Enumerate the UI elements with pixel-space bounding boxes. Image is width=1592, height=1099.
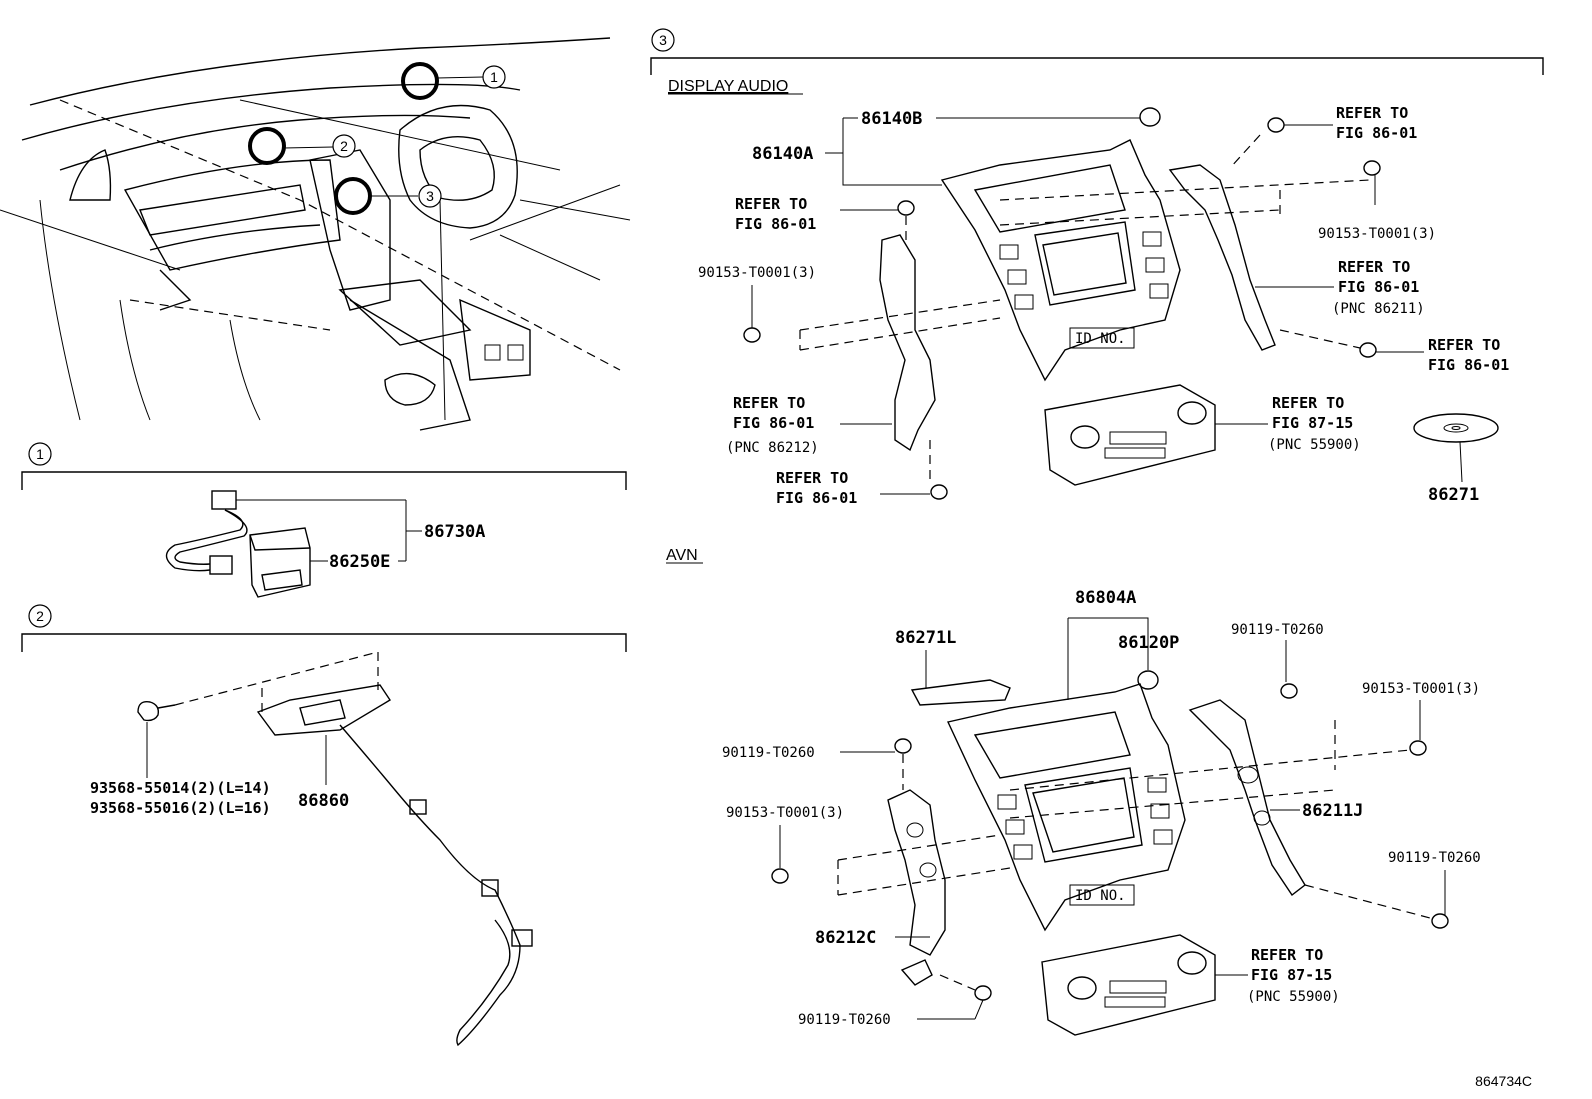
part-90153-T0001-avn-left: 90153-T0001(3) bbox=[726, 805, 844, 821]
avn-climate-panel bbox=[1041, 934, 1216, 1036]
da-id-label: ID NO. bbox=[1075, 331, 1126, 347]
part-86140A: 86140A bbox=[752, 144, 813, 164]
ref-da-2-l1: REFER TO bbox=[1336, 104, 1408, 122]
ref-avn-1-l2: FIG 87-15 bbox=[1251, 966, 1332, 984]
ref-da-6-l3: (PNC 55900) bbox=[1268, 437, 1361, 453]
part-86271L: 86271L bbox=[895, 628, 956, 648]
ref-da-4-l1: REFER TO bbox=[1428, 336, 1500, 354]
avn-heading: AVN bbox=[666, 547, 698, 564]
ref-da-3-l3: (PNC 86211) bbox=[1332, 301, 1425, 317]
section-3: 3 DISPLAY AUDIO 86140B 86140A bbox=[650, 28, 1544, 1036]
ref-da-4-l2: FIG 86-01 bbox=[1428, 356, 1509, 374]
avn-unit bbox=[946, 683, 1186, 932]
callout-1: 1 bbox=[490, 69, 498, 85]
section-1: 1 86730A 86250E bbox=[21, 442, 627, 598]
ref-avn-1-l3: (PNC 55900) bbox=[1247, 989, 1340, 1005]
display-audio-unit bbox=[940, 139, 1181, 382]
part-86120P: 86120P bbox=[1118, 633, 1179, 653]
ref-da-6-l1: REFER TO bbox=[1272, 394, 1344, 412]
part-90153-T0001-da-left: 90153-T0001(3) bbox=[698, 265, 816, 281]
part-86140B: 86140B bbox=[861, 109, 922, 129]
callout-2: 2 bbox=[340, 138, 348, 154]
ref-avn-1-l1: REFER TO bbox=[1251, 946, 1323, 964]
part-90153-T0001-da-right: 90153-T0001(3) bbox=[1318, 226, 1436, 242]
dashboard-overview: 1 2 3 bbox=[0, 37, 631, 431]
part-93568-55016: 93568-55016(2)(L=16) bbox=[90, 799, 271, 817]
ref-da-5-l3: (PNC 86212) bbox=[726, 440, 819, 456]
avn-id-label: ID NO. bbox=[1075, 888, 1126, 904]
ref-da-7-l1: REFER TO bbox=[776, 469, 848, 487]
ref-da-6-l2: FIG 87-15 bbox=[1272, 414, 1353, 432]
part-90119-T0260-c: 90119-T0260 bbox=[1388, 850, 1481, 866]
section-3-number: 3 bbox=[659, 32, 667, 48]
part-86211J: 86211J bbox=[1302, 801, 1363, 821]
part-86804A: 86804A bbox=[1075, 588, 1136, 608]
display-audio-heading: DISPLAY AUDIO bbox=[668, 78, 788, 95]
part-86271: 86271 bbox=[1428, 485, 1479, 505]
part-86250E: 86250E bbox=[329, 552, 390, 572]
part-93568-55014: 93568-55014(2)(L=14) bbox=[90, 779, 271, 797]
ref-da-5-l1: REFER TO bbox=[733, 394, 805, 412]
ref-da-2-l2: FIG 86-01 bbox=[1336, 124, 1417, 142]
ref-da-7-l2: FIG 86-01 bbox=[776, 489, 857, 507]
part-90119-T0260-a: 90119-T0260 bbox=[722, 745, 815, 761]
part-86212C: 86212C bbox=[815, 928, 876, 948]
section-2-number: 2 bbox=[36, 608, 44, 624]
callout-3: 3 bbox=[426, 188, 434, 204]
ref-da-1-l2: FIG 86-01 bbox=[735, 215, 816, 233]
part-90153-T0001-avn-right: 90153-T0001(3) bbox=[1362, 681, 1480, 697]
section-1-number: 1 bbox=[36, 446, 44, 462]
part-86860: 86860 bbox=[298, 791, 349, 811]
da-climate-panel bbox=[1044, 384, 1216, 486]
ref-da-1-l1: REFER TO bbox=[735, 195, 807, 213]
part-90119-T0260-b: 90119-T0260 bbox=[1231, 622, 1324, 638]
ref-da-5-l2: FIG 86-01 bbox=[733, 414, 814, 432]
figure-code: 864734C bbox=[1475, 1073, 1532, 1089]
ref-da-3-l2: FIG 86-01 bbox=[1338, 278, 1419, 296]
part-90119-T0260-d: 90119-T0260 bbox=[798, 1012, 891, 1028]
part-86730A: 86730A bbox=[424, 522, 485, 542]
ref-da-3-l1: REFER TO bbox=[1338, 258, 1410, 276]
section-2: 2 93568-55014(2)(L=14) 93568-55016(2)(L=… bbox=[21, 604, 627, 1047]
